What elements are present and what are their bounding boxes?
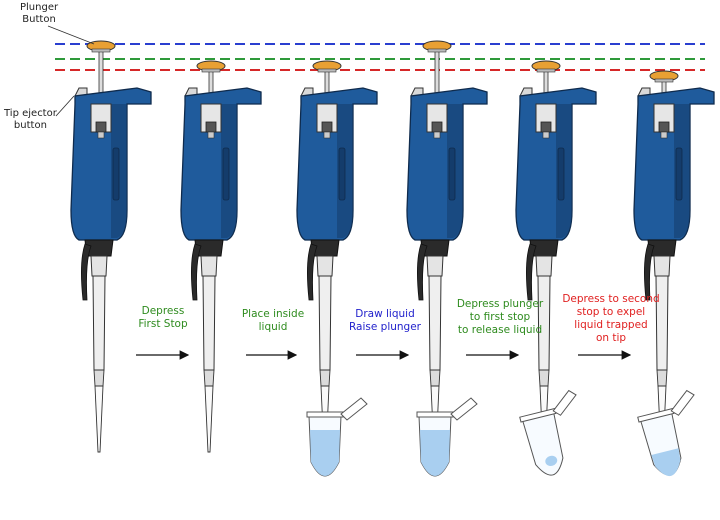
tip-collar [319,369,331,387]
shaft-upper [90,255,108,277]
step-5-line-1: Depress to second [562,293,660,305]
plunger-collar [654,78,674,83]
tube-lid [552,389,577,416]
shaft-upper [316,255,334,277]
plunger-callout-line-1: Plunger [20,2,59,13]
tip-collar [429,369,441,387]
window-knob [321,121,333,133]
step-4-line-2: to first stop [469,311,531,323]
step-2-line-2: liquid [258,321,288,333]
shaft-upper [200,255,218,277]
tip-collar [656,369,668,387]
grip-slot [338,147,346,201]
plunger-collar [317,68,337,73]
tube-rim [306,411,344,418]
grip-slot [675,147,683,201]
tube-lid [340,397,368,421]
ejector-arm [81,243,92,301]
window-stem [433,131,441,139]
plunger-collar [201,68,221,73]
tube-liquid [310,430,340,476]
grip-slot [222,147,230,201]
tip-collar [538,369,550,387]
pipette-shaft [318,275,332,371]
window-knob [540,121,552,133]
plunger-collar [91,48,111,53]
grip-slot [112,147,120,201]
step-5-line-4: on tip [595,332,627,344]
microtube [416,397,478,477]
tube-lid [670,389,695,416]
pipette-shaft [428,275,442,371]
window-stem [660,131,668,139]
step-4-line-1: Depress plunger [456,298,544,310]
ejector-leader-line [55,95,75,117]
microtube [306,397,368,477]
plunger-leader-line [47,25,95,45]
window-knob [205,121,217,133]
microtube [519,389,577,476]
tube-liquid [420,430,450,476]
step-1-label: Depress First Stop [118,305,208,331]
ejector-callout-line-2: button [13,120,47,131]
step-3-line-2: Raise plunger [348,321,422,333]
tube-rim [416,411,454,418]
pipette-tip [94,385,104,453]
tube-lid [450,397,478,421]
pipette-tip [204,385,214,453]
microtube [637,389,695,476]
step-3-line-1: Draw liquid [355,308,415,320]
plunger-collar [427,48,447,53]
shaft-upper [535,255,553,277]
pipette-1 [70,40,152,453]
plunger-callout-line-2: Button [22,14,56,25]
ejector-arm [526,243,537,301]
pipette-shaft [92,275,106,371]
tip-ejector-callout: Tip ejector button [4,108,57,132]
ejector-callout-line-1: Tip ejector [4,108,57,119]
tube-liquid [651,448,681,476]
shaft-upper [653,255,671,277]
pipette-6 [633,70,715,476]
plunger-button-callout: Plunger Button [20,2,58,26]
step-2-line-1: Place inside [241,308,305,320]
grip-slot [557,147,565,201]
ejector-arm [191,243,202,301]
liquid-drop [545,455,558,466]
step-5-line-3: liquid trapped [574,319,648,331]
tip-collar [93,369,105,387]
pipette-4 [406,40,488,477]
step-2-label: Place inside liquid [228,308,318,334]
ejector-arm [417,243,428,301]
ejector-arm [307,243,318,301]
pipette-5 [515,60,597,476]
step-5-label: Depress to second stop to expel liquid t… [556,293,666,345]
pipette-3 [296,60,378,477]
step-5-line-2: stop to expel [576,306,646,318]
window-stem [323,131,331,139]
shaft-upper [426,255,444,277]
window-knob [95,121,107,133]
grip-slot [448,147,456,201]
step-1-line-1: Depress [141,305,185,317]
window-stem [207,131,215,139]
ejector-arm [644,243,655,301]
window-stem [97,131,105,139]
tip-collar [203,369,215,387]
step-4-label: Depress plunger to first stop to release… [448,298,552,337]
window-knob [431,121,443,133]
window-stem [542,131,550,139]
pipette-2 [180,60,262,453]
step-3-label: Draw liquid Raise plunger [340,308,430,334]
tube-wall [522,412,564,476]
window-knob [658,121,670,133]
step-1-line-2: First Stop [138,318,188,330]
plunger-collar [536,68,556,73]
step-4-line-3: to release liquid [457,324,543,336]
